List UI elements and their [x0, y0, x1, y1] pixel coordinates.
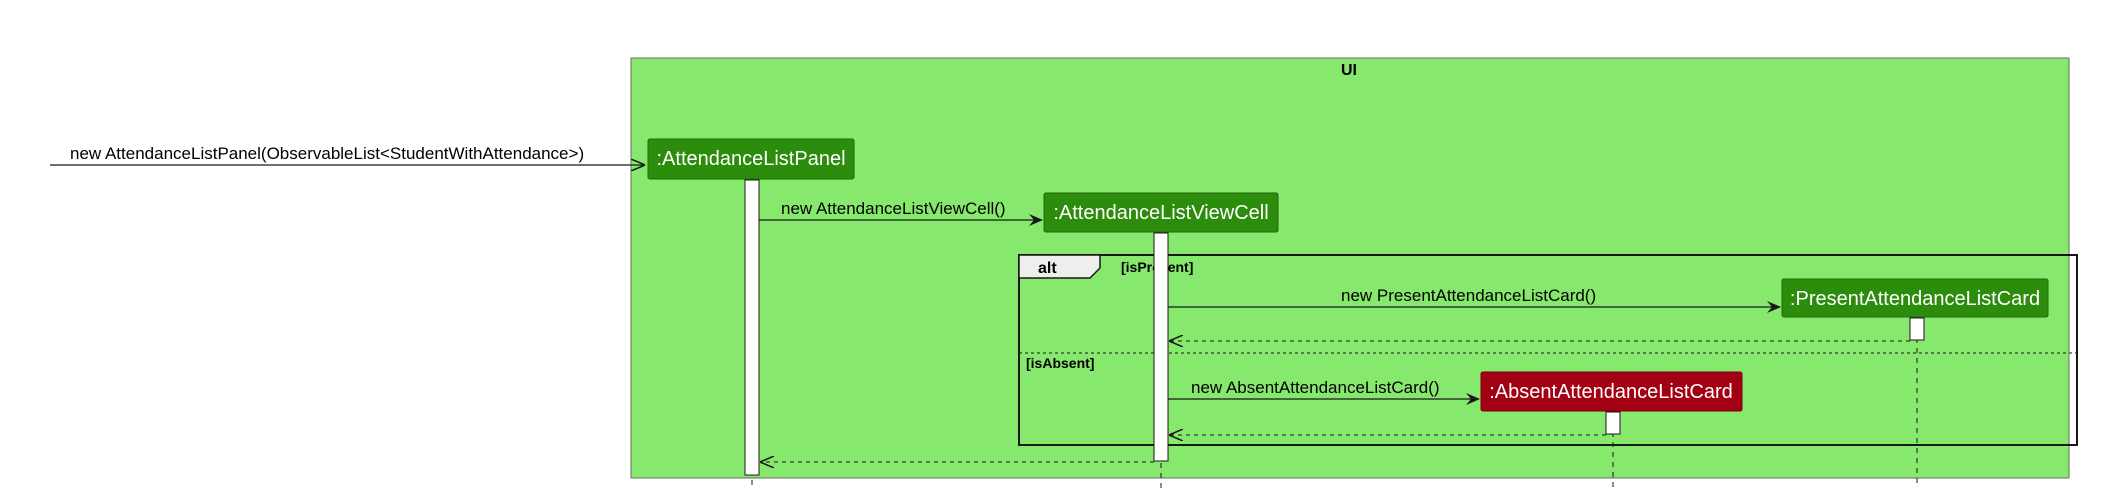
participant-attendance-list-panel: :AttendanceListPanel — [647, 138, 855, 180]
ui-boundary-title: UI — [1341, 62, 1357, 79]
participant-absent-attendance-list-card: :AbsentAttendanceListCard — [1480, 371, 1743, 412]
message-label-new-present: new PresentAttendanceListCard() — [1341, 286, 1596, 305]
message-label-new-viewcell: new AttendanceListViewCell() — [781, 199, 1006, 218]
activation-panel — [744, 179, 760, 476]
participant-label: :AttendanceListViewCell — [1053, 202, 1268, 224]
ui-boundary-box — [630, 57, 2070, 479]
alt-fragment-box — [1018, 254, 2078, 446]
activation-present — [1909, 317, 1925, 341]
participant-label: :AttendanceListPanel — [656, 148, 845, 170]
participant-label: :AbsentAttendanceListCard — [1489, 381, 1733, 403]
alt-label: alt — [1038, 260, 1057, 277]
participant-present-attendance-list-card: :PresentAttendanceListCard — [1781, 278, 2049, 318]
participant-label: :PresentAttendanceListCard — [1790, 288, 2040, 310]
alt-fragment-tab — [1018, 254, 1101, 279]
participant-attendance-list-view-cell: :AttendanceListViewCell — [1043, 192, 1279, 233]
guard-is-absent: [isAbsent] — [1026, 355, 1094, 371]
message-label-new-panel: new AttendanceListPanel(ObservableList<S… — [70, 144, 584, 163]
activation-absent — [1605, 411, 1621, 435]
message-label-new-absent: new AbsentAttendanceListCard() — [1191, 378, 1440, 397]
activation-viewcell — [1153, 232, 1169, 462]
